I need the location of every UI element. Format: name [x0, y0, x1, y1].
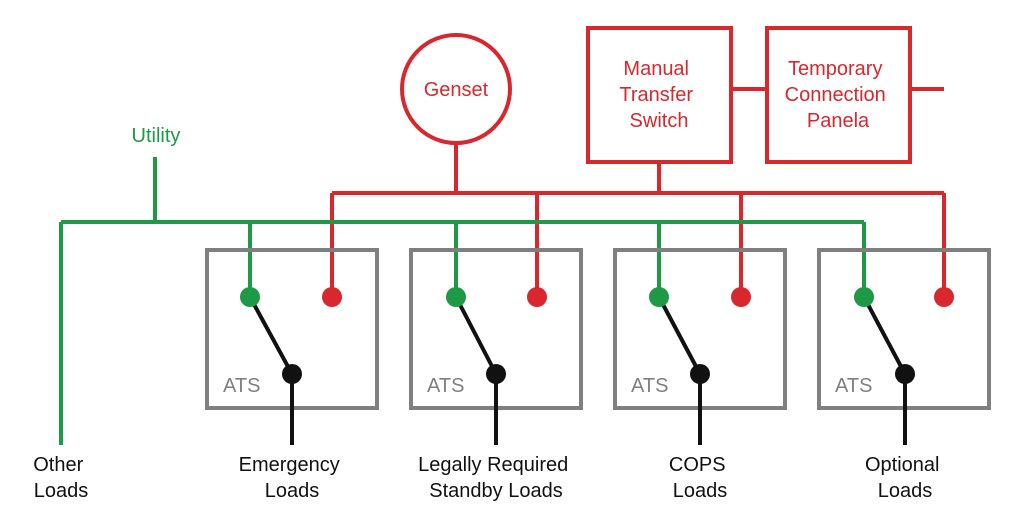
ats-label: ATS	[835, 375, 872, 397]
manual-transfer-switch-line-2: Transfer	[619, 84, 693, 106]
other-loads-line-2: Loads	[34, 480, 89, 502]
genset-label: Genset	[424, 79, 489, 101]
manual-transfer-switch-box	[586, 26, 733, 164]
utility-contact	[240, 287, 260, 307]
temporary-connection-panel-line-2: Connection	[785, 84, 886, 106]
temporary-connection-panel: Temporary Connection Panela	[765, 26, 912, 164]
switch-blade	[862, 296, 907, 375]
switch-pivot	[690, 364, 710, 384]
switch-pivot	[282, 364, 302, 384]
ats-unit-legally-required-standby: ATS	[409, 248, 583, 445]
utility-feeder-lines	[59, 157, 866, 445]
utility-label: Utility	[132, 125, 181, 147]
switch-blade	[248, 296, 294, 375]
legally-required-standby-loads-line-2: Standby Loads	[429, 480, 562, 502]
generator-contact	[322, 287, 342, 307]
ats-label: ATS	[631, 375, 668, 397]
switch-pivot	[895, 364, 915, 384]
utility-contact	[649, 287, 669, 307]
genset-circle	[400, 33, 512, 145]
legally-required-standby-loads-label: Legally Required Standby Loads	[418, 454, 574, 502]
legally-required-standby-loads-line-1: Legally Required	[418, 454, 568, 476]
manual-transfer-switch-label: Manual Transfer Switch	[619, 58, 698, 132]
ats-unit-cops: ATS	[613, 248, 787, 445]
generator-contact	[731, 287, 751, 307]
cops-loads-label: COPS Loads	[669, 454, 731, 502]
utility-contact	[854, 287, 874, 307]
generator-contact	[934, 287, 954, 307]
utility-contact	[446, 287, 466, 307]
switch-blade	[657, 296, 702, 375]
ats-unit-emergency: ATS	[205, 248, 379, 445]
switch-blade	[454, 296, 498, 375]
manual-transfer-switch-line-3: Switch	[630, 110, 689, 132]
cops-loads-line-1: COPS	[669, 454, 726, 476]
generator-feeder-lines	[330, 87, 946, 297]
manual-transfer-switch-line-1: Manual	[623, 58, 689, 80]
temporary-connection-panel-box	[765, 26, 912, 164]
ats-unit-optional: ATS	[817, 248, 991, 445]
optional-loads-line-1: Optional	[865, 454, 940, 476]
other-loads-label: Other Loads	[33, 454, 89, 502]
ats-label: ATS	[427, 375, 464, 397]
manual-transfer-switch: Manual Transfer Switch	[586, 26, 733, 164]
emergency-loads-label: Emergency Loads	[239, 454, 346, 502]
generator-contact	[527, 287, 547, 307]
temporary-connection-panel-line-1: Temporary	[788, 58, 882, 80]
optional-loads-label: Optional Loads	[865, 454, 945, 502]
temporary-connection-panel-line-3: Panela	[807, 110, 870, 132]
optional-loads-line-2: Loads	[878, 480, 933, 502]
switch-pivot	[486, 364, 506, 384]
emergency-loads-line-2: Loads	[265, 480, 320, 502]
cops-loads-line-2: Loads	[673, 480, 728, 502]
ats-label: ATS	[223, 375, 260, 397]
genset: Genset	[400, 33, 512, 145]
temporary-connection-panel-label: Temporary Connection Panela	[785, 58, 892, 132]
other-loads-line-1: Other	[33, 454, 83, 476]
emergency-loads-line-1: Emergency	[239, 454, 340, 476]
